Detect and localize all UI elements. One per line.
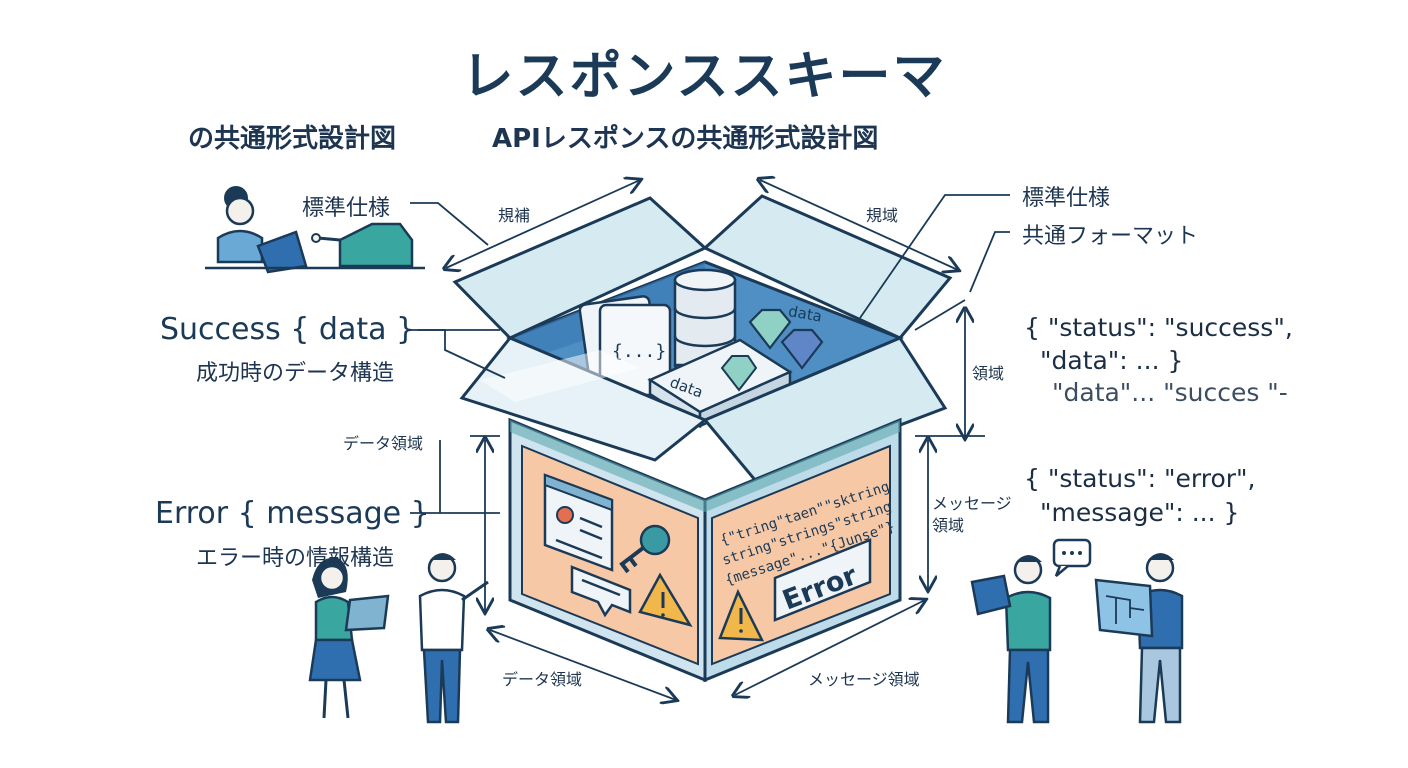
page-title: レスポンススキーマ bbox=[461, 47, 947, 107]
dim-bottom-left: データ領域 bbox=[502, 670, 583, 689]
dim-top-right: 規域 bbox=[866, 206, 899, 225]
subtitle-left: の共通形式設計図 bbox=[188, 124, 397, 154]
message-area-line1: メッセージ bbox=[932, 494, 1012, 513]
person-with-blueprint bbox=[1094, 553, 1184, 724]
key-icon bbox=[619, 524, 671, 574]
person-woman-tablet bbox=[308, 557, 390, 719]
gem-icon bbox=[748, 308, 824, 370]
right-standard-spec: 標準仕様 bbox=[1022, 186, 1111, 211]
right-common-format: 共通フォーマット bbox=[1022, 224, 1199, 249]
person-pointing-top bbox=[311, 222, 414, 268]
error-label: Error { message } bbox=[155, 496, 430, 531]
person-with-laptop-right bbox=[970, 555, 1052, 724]
success-json-line3: "data"... "succes "- bbox=[1052, 378, 1288, 407]
data-tag: data bbox=[787, 302, 823, 326]
chat-bubble-icon bbox=[570, 565, 632, 618]
dim-top-left: 規補 bbox=[498, 206, 531, 225]
subtitle-center: APIレスポンスの共通形式設計図 bbox=[492, 124, 879, 154]
browser-window-icon bbox=[543, 473, 614, 572]
success-json-line1: { "status": "success", bbox=[1024, 313, 1293, 342]
error-json-line2: "message": ... } bbox=[1040, 498, 1240, 527]
chat-bubble-icon bbox=[1052, 538, 1092, 577]
person-with-laptop-top bbox=[205, 186, 425, 274]
success-label: Success { data } bbox=[160, 312, 416, 347]
message-area-line2: 領域 bbox=[932, 516, 965, 535]
success-json-line2: "data": ... } bbox=[1040, 346, 1184, 375]
database-icon bbox=[673, 268, 737, 377]
warning-icon bbox=[638, 572, 693, 627]
data-card: data bbox=[647, 338, 793, 429]
success-desc: 成功時のデータ構造 bbox=[196, 361, 395, 386]
doc-label: {...} bbox=[612, 341, 666, 362]
right-area: 領域 bbox=[972, 364, 1005, 383]
left-standard-spec: 標準仕様 bbox=[302, 196, 391, 221]
blueprint-icon bbox=[1094, 578, 1154, 638]
error-json-line1: { "status": "error", bbox=[1024, 464, 1256, 493]
person-man-pointing bbox=[418, 553, 489, 724]
data-area-label: データ領域 bbox=[343, 434, 424, 453]
error-desc: エラー時の情報構造 bbox=[196, 546, 395, 571]
dimension-lines bbox=[410, 180, 1010, 700]
dim-bottom-right: メッセージ領域 bbox=[808, 670, 920, 689]
